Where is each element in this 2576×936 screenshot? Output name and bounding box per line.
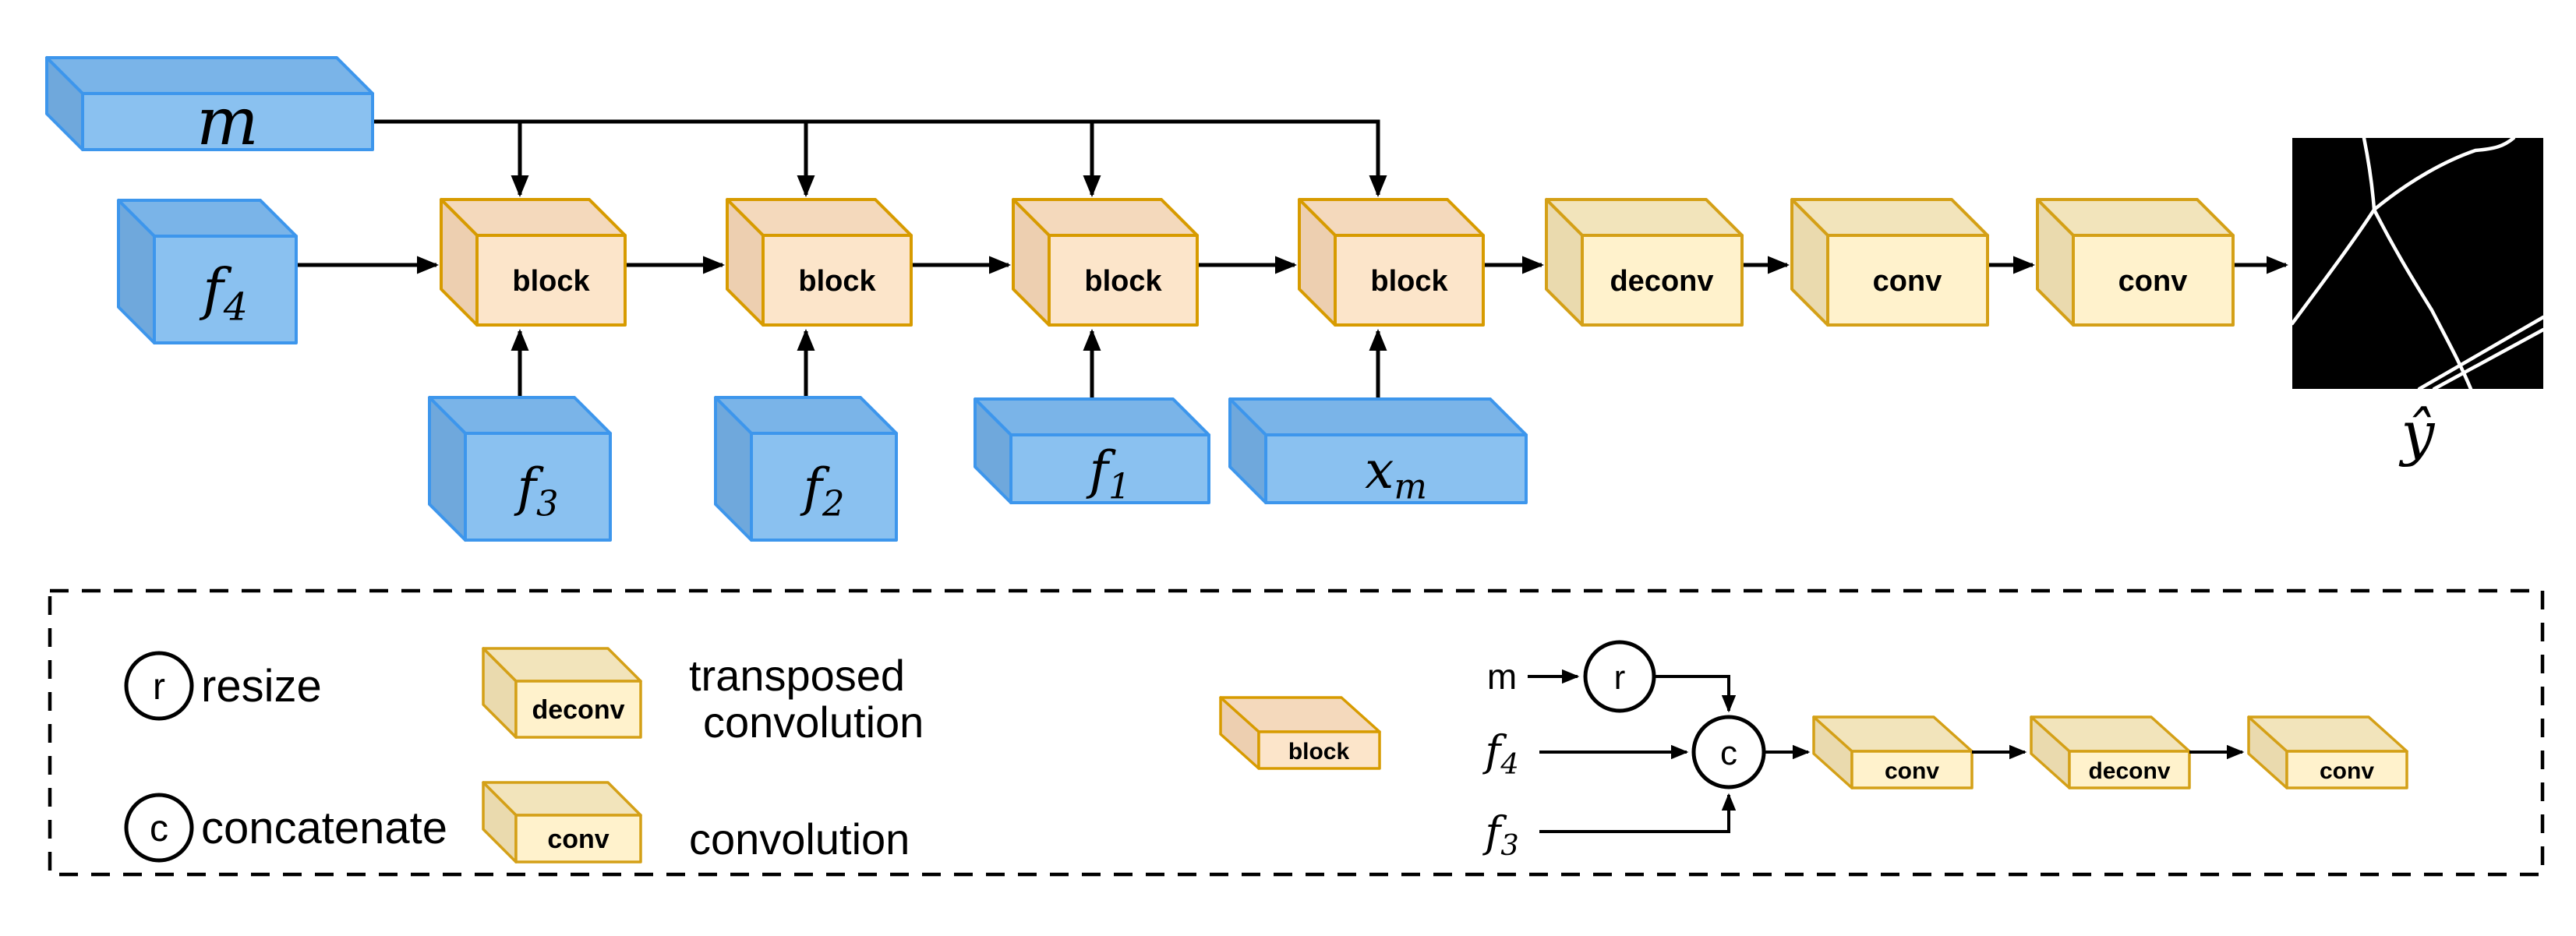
block2-label: block	[798, 265, 876, 298]
mini-f4-label: f4	[1482, 726, 1518, 781]
block2-box: block	[726, 198, 913, 327]
concatenate-circle-icon	[124, 793, 194, 863]
legend-deconv-box-label: deconv	[532, 695, 624, 725]
conv1-label: conv	[1873, 265, 1942, 298]
mini-conv1-label: conv	[1885, 758, 1939, 784]
xm-input-label: xm	[1365, 440, 1427, 507]
mini-conv1-box: conv	[1812, 715, 1974, 789]
block3-box: block	[1012, 198, 1199, 327]
legend: r resize c concatenate deconv transposed…	[48, 588, 2545, 877]
mini-r-symbol: r	[1614, 659, 1626, 697]
legend-border	[48, 588, 2545, 877]
legend-conv-desc: convolution	[689, 814, 910, 864]
f3-input-box: f3	[428, 396, 612, 542]
xm-input-box: xm	[1228, 397, 1528, 507]
f1-input-label: f1	[1086, 440, 1131, 507]
legend-deconv-box: deconv	[482, 647, 642, 739]
m-input-label: m	[196, 83, 259, 160]
f1-input-box: f1	[974, 397, 1210, 507]
legend-deconv-desc-line2: convolution	[703, 698, 924, 747]
m-input-box: m	[45, 56, 374, 160]
mini-concatenate-circle-icon	[1691, 715, 1766, 789]
concatenate-label: concatenate	[201, 803, 447, 853]
block4-box: block	[1298, 198, 1485, 327]
conv2-label: conv	[2118, 265, 2188, 298]
mini-r-to-c-arrow	[1654, 675, 1737, 713]
segmentation-road-line-1	[2362, 136, 2473, 391]
mini-m-label: m	[1487, 656, 1517, 697]
mini-c-symbol: c	[1720, 734, 1737, 772]
segmentation-road-line-3b	[2432, 327, 2546, 391]
mini-conv2-label: conv	[2320, 758, 2374, 784]
main-flow-arrows	[296, 119, 2288, 399]
deconv-box: deconv	[1545, 198, 1744, 327]
legend-block-box-label: block	[1288, 739, 1350, 765]
block1-label: block	[512, 265, 590, 298]
m-skip-trunk-arrow	[373, 119, 1387, 197]
block1-box: block	[440, 198, 627, 327]
mini-deconv-label: deconv	[2088, 758, 2170, 784]
mini-conv2-box: conv	[2247, 715, 2408, 789]
output-label: ŷ	[2399, 398, 2436, 468]
legend-deconv-desc-line1: transposed	[689, 651, 905, 700]
block4-label: block	[1370, 265, 1448, 298]
legend-conv-box: conv	[482, 781, 642, 864]
legend-block-box: block	[1219, 696, 1381, 770]
output-image: ŷ	[2290, 136, 2546, 468]
f2-input-box: f2	[714, 396, 898, 542]
mini-f3-label: f3	[1482, 807, 1518, 862]
resize-circle-icon	[124, 651, 194, 721]
mini-f3-to-c-arrow	[1539, 793, 1737, 833]
f4-input-box: f4	[117, 199, 298, 344]
concatenate-symbol: c	[150, 808, 168, 849]
segmentation-road-line-2	[2290, 136, 2516, 326]
segmentation-road-line-3a	[2417, 315, 2546, 391]
legend-conv-box-label: conv	[547, 825, 609, 854]
legend-block-expansion: block m r f4 f3 c conv	[1219, 640, 2408, 862]
conv1-box: conv	[1790, 198, 1989, 327]
conv2-box: conv	[2036, 198, 2235, 327]
resize-label: resize	[201, 661, 322, 712]
deconv-label: deconv	[1610, 265, 1713, 298]
block3-label: block	[1084, 265, 1162, 298]
resize-symbol: r	[153, 666, 165, 708]
mini-deconv-box: deconv	[2030, 715, 2191, 789]
